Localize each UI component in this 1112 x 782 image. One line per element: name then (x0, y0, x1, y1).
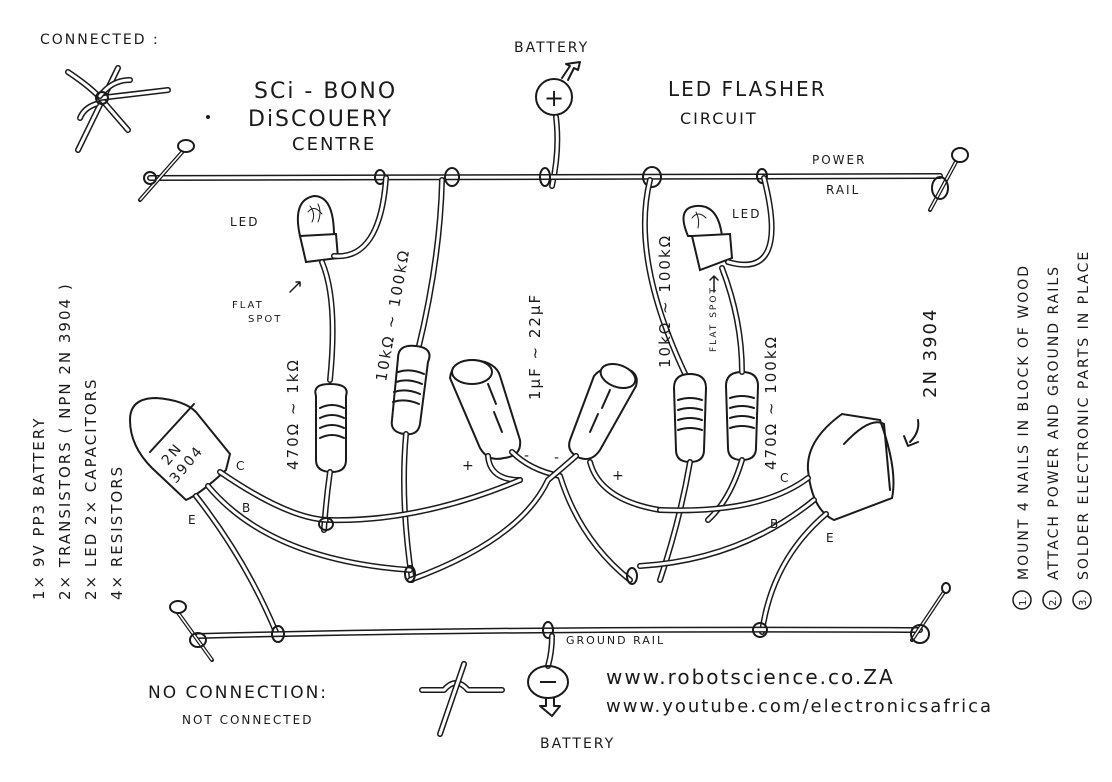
step-text: SOLDER ELECTRONIC PARTS IN PLACE (1076, 250, 1092, 580)
resistor-3 (641, 177, 708, 583)
parts-list: 1× 9V PP3 BATTERY 2× TRANSISTORS ( NPN 2… (30, 282, 126, 600)
battery-negative-terminal (527, 633, 569, 717)
no-connection-icon (419, 661, 505, 737)
link-robotscience[interactable]: www.robotscience.co.ZA (606, 665, 895, 689)
step-text: MOUNT 4 NAILS IN BLOCK OF WOOD (1016, 264, 1032, 580)
transistor-right (637, 412, 895, 635)
svg-text:+: + (544, 84, 564, 112)
title-line-3: CENTRE (292, 134, 376, 155)
step-number: 3. (1078, 596, 1089, 606)
pin-c-left: C (236, 459, 244, 473)
circuit-title-line-2: CIRCUIT (680, 109, 758, 128)
title-line-2: DiSCOUERY (248, 107, 393, 132)
step-number: 2. (1048, 596, 1059, 606)
step-text: ATTACH POWER AND GROUND RAILS (1046, 265, 1062, 580)
flat-spot-left-label-1: FLAT (232, 300, 264, 311)
link-youtube[interactable]: www.youtube.com/electronicsafrica (606, 696, 993, 717)
power-rail-label-2: RAIL (826, 183, 860, 197)
ground-rail-label: GROUND RAIL (566, 634, 665, 647)
parts-list-item: 4× RESISTORS (108, 465, 126, 600)
ground-rail (169, 582, 951, 662)
transistor-left (128, 396, 413, 635)
resistor-2 (390, 177, 445, 583)
instruction-step-3: 3. SOLDER ELECTRONIC PARTS IN PLACE (1072, 250, 1092, 610)
parts-list-item: 1× 9V PP3 BATTERY (30, 417, 48, 600)
resistor-4-value: 470Ω ~ 100kΩ (762, 335, 780, 470)
pin-b-right: B (770, 517, 778, 531)
pin-c-right: C (780, 471, 788, 485)
circuit-title-line-1: LED FLASHER (668, 77, 827, 101)
capacitor-plus-right: + (612, 468, 624, 484)
nail-icon (138, 139, 195, 202)
nail-icon (910, 582, 951, 644)
capacitor-minus-left: - (524, 448, 529, 464)
capacitor-plus-left: + (462, 458, 474, 474)
resistor-4 (705, 370, 760, 523)
nail-icon (928, 147, 969, 212)
led-right-label: LED (732, 207, 762, 221)
parts-list-item: 2× TRANSISTORS ( NPN 2N 3904 ) (56, 282, 74, 600)
flat-spot-left-label-2: SPOT (248, 314, 282, 325)
led-right (682, 175, 775, 375)
flat-spot-right-label: FLAT SPOT (709, 286, 719, 352)
resistor-3-value: 10kΩ ~ 100kΩ (656, 234, 674, 368)
instruction-step-1: 1. MOUNT 4 NAILS IN BLOCK OF WOOD (1012, 264, 1032, 610)
instructions: 1. MOUNT 4 NAILS IN BLOCK OF WOOD 2. ATT… (1012, 250, 1092, 610)
power-rail (138, 139, 969, 212)
battery-positive-terminal: + (535, 61, 581, 189)
connected-knot-icon (65, 65, 171, 153)
no-connection-legend-label: NO CONNECTION: (148, 683, 328, 703)
capacitor-value: 1µF ~ 22µF (526, 293, 544, 400)
battery-top-label: BATTERY (514, 40, 589, 56)
parts-list-item: 2× LED 2× CAPACITORS (82, 377, 100, 600)
connected-legend-label: CONNECTED : (40, 32, 160, 48)
instruction-step-2: 2. ATTACH POWER AND GROUND RAILS (1042, 265, 1062, 610)
resistor-1-value: 470Ω ~ 1kΩ (284, 358, 302, 470)
not-connected-label: NOT CONNECTED (182, 713, 313, 727)
transistor-right-marking: 2N 3904 (920, 308, 941, 398)
pin-b-left: B (242, 501, 250, 515)
step-number: 1. (1018, 596, 1029, 606)
capacitor-2 (407, 362, 663, 583)
nail-icon (169, 600, 214, 662)
battery-bottom-label: BATTERY (540, 736, 615, 752)
pin-e-left: E (188, 513, 196, 527)
pin-e-right: E (826, 531, 834, 545)
title-line-1: SCi - BONO (254, 79, 397, 104)
led-left-label: LED (230, 215, 260, 229)
resistor-1 (314, 382, 348, 533)
led-left (296, 175, 389, 383)
capacitor-minus-right: - (554, 450, 559, 466)
power-rail-label: POWER (812, 153, 866, 167)
